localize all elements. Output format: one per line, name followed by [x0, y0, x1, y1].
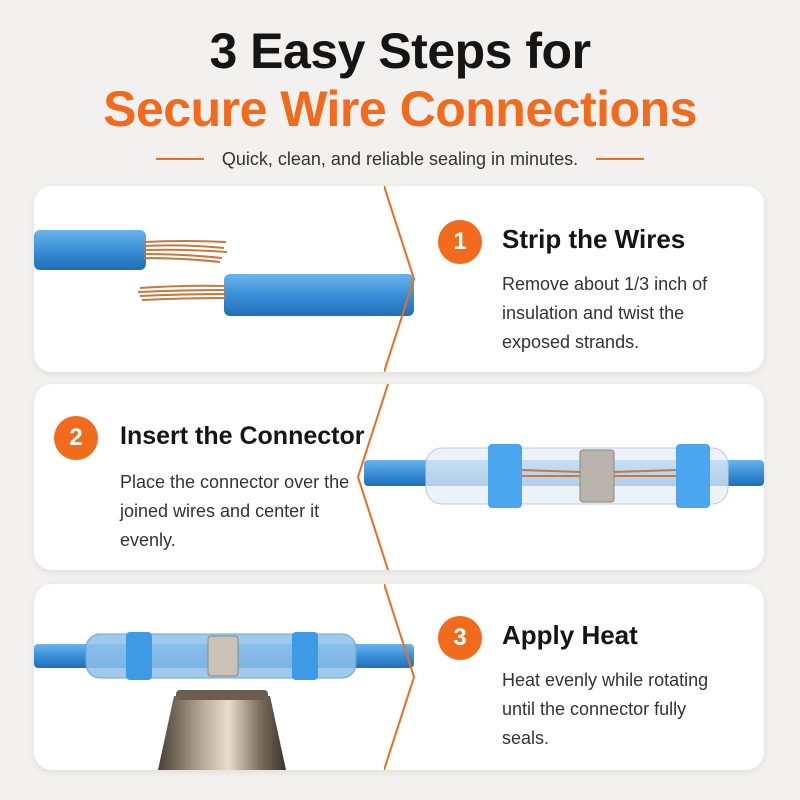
- step-card-3: 3 Apply Heat Heat evenly while rotating …: [34, 584, 764, 770]
- step-number-badge: 1: [438, 220, 482, 264]
- step-title: Apply Heat: [502, 620, 638, 650]
- subtitle: Quick, clean, and reliable sealing in mi…: [221, 148, 579, 169]
- step-number-badge: 3: [438, 616, 482, 660]
- step-card-1: 1 Strip the Wires Remove about 1/3 inch …: [34, 186, 764, 372]
- step-description: Remove about 1/3 inch of insulation and …: [502, 274, 708, 352]
- left-rule: [155, 158, 204, 160]
- page-title-line2: Secure Wire Connections: [103, 81, 697, 137]
- connector-on-wire-image: [364, 444, 764, 508]
- divider-chevron: [356, 384, 389, 570]
- step-title: Insert the Connector: [120, 422, 365, 450]
- step-card-2: 2 Insert the Connector Place the connect…: [34, 384, 764, 570]
- page-title-line1: 3 Easy Steps for: [209, 23, 591, 79]
- divider-chevron: [384, 584, 416, 770]
- step-description: Place the connector over the joined wire…: [120, 472, 350, 550]
- step-description: Heat evenly while rotating until the con…: [502, 670, 709, 748]
- divider-chevron: [384, 186, 416, 372]
- step-title: Strip the Wires: [502, 224, 686, 254]
- step-number-badge: 2: [54, 416, 98, 460]
- subtitle-row: Quick, clean, and reliable sealing in mi…: [0, 146, 800, 172]
- right-rule: [596, 158, 645, 160]
- stripped-wires-image: [34, 230, 414, 316]
- heat-gun-image: [34, 632, 414, 770]
